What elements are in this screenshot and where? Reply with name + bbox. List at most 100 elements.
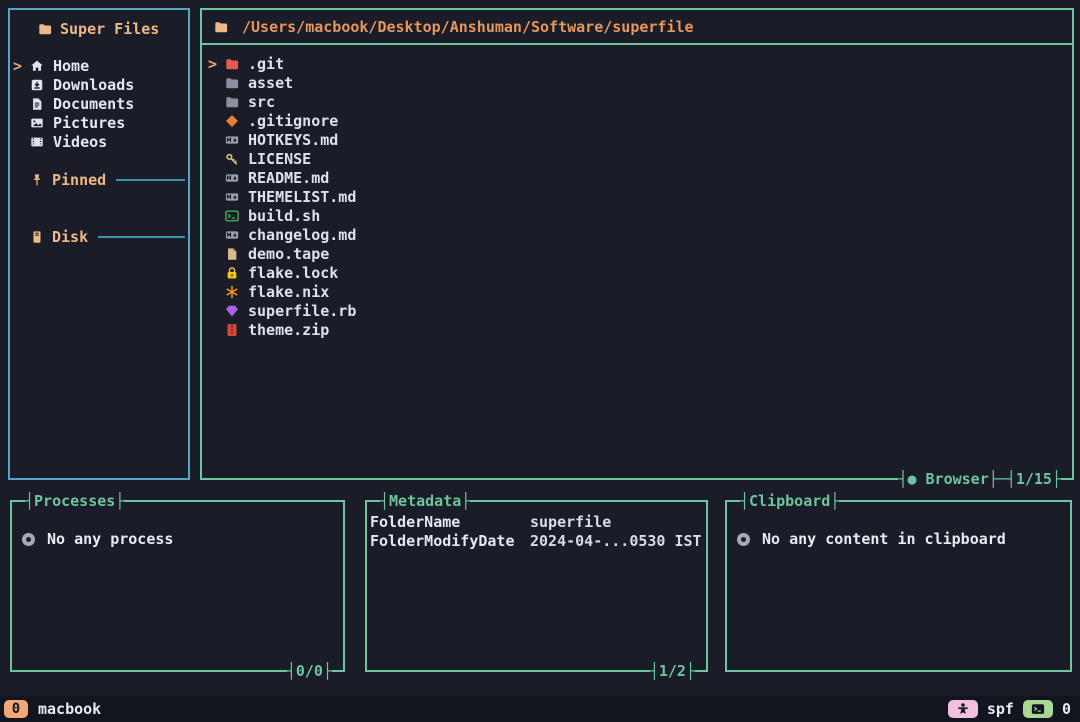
terminal-icon (225, 209, 239, 223)
disk-icon (30, 230, 44, 244)
file-list: >.git asset src .gitignore HOTKEYS.md LI… (202, 45, 1072, 339)
disk-label: Disk (52, 227, 89, 246)
file-name: .gitignore (248, 111, 339, 130)
status-dot-icon (22, 532, 35, 546)
clipboard-tag: ┤Clipboard├ (740, 492, 840, 510)
picture-icon (30, 116, 44, 130)
file-row[interactable]: demo.tape (208, 244, 1072, 263)
clipboard-empty-row: No any content in clipboard (737, 530, 1070, 548)
zip-icon (225, 323, 239, 337)
processes-tag: ┤Processes├ (25, 492, 125, 510)
folder-icon (214, 20, 228, 34)
sidebar-item-label: Videos (53, 132, 108, 151)
processes-title: Processes (34, 492, 116, 510)
file-row[interactable]: theme.zip (208, 320, 1072, 339)
file-row[interactable]: asset (208, 73, 1072, 92)
pinned-label: Pinned (52, 170, 107, 189)
file-name: HOTKEYS.md (248, 130, 339, 149)
sidebar-item-documents[interactable]: Documents (13, 94, 188, 113)
video-icon (30, 135, 44, 149)
status-bar: 0 macbook spf 0 (0, 696, 1080, 722)
file-name: flake.lock (248, 263, 339, 282)
app-title: Super Files (60, 20, 160, 38)
browser-panel-label: Browser (925, 470, 989, 488)
key-icon (225, 152, 239, 166)
file-name: demo.tape (248, 244, 330, 263)
selection-cursor (208, 321, 225, 339)
sidebar-item-label: Downloads (53, 75, 135, 94)
metadata-key: FolderModifyDate (370, 531, 515, 550)
selection-cursor (208, 226, 225, 244)
file-name: README.md (248, 168, 330, 187)
file-row[interactable]: HOTKEYS.md (208, 130, 1072, 149)
metadata-value: 2024-04-...0530 IST (530, 531, 702, 550)
markdown-icon (225, 190, 239, 204)
selection-cursor (208, 245, 225, 263)
selection-cursor: > (208, 54, 218, 73)
file-name: src (248, 92, 276, 111)
file-row[interactable]: src (208, 92, 1072, 111)
file-row[interactable]: superfile.rb (208, 301, 1072, 320)
file-row[interactable]: THEMELIST.md (208, 187, 1072, 206)
sidebar-item-videos[interactable]: Videos (13, 132, 188, 151)
folder-icon (225, 57, 239, 71)
metadata-value: superfile (530, 512, 612, 531)
selection-cursor (208, 169, 225, 187)
markdown-icon (225, 133, 239, 147)
file-row[interactable]: LICENSE (208, 149, 1072, 168)
download-icon (30, 78, 44, 92)
app-title-row: Super Files (38, 20, 188, 38)
file-row[interactable]: flake.lock (208, 263, 1072, 282)
file-name: flake.nix (248, 282, 330, 301)
metadata-tag: ┤Metadata├ (380, 492, 471, 510)
folder-icon (225, 95, 239, 109)
path-bar: /Users/macbook/Desktop/Anshuman/Software… (202, 10, 1072, 45)
file-name: build.sh (248, 206, 321, 225)
selection-cursor: > (13, 56, 23, 75)
superfile-logo-icon (947, 700, 978, 718)
clipboard-title: Clipboard (749, 492, 831, 510)
selection-cursor (208, 93, 225, 111)
file-row[interactable]: README.md (208, 168, 1072, 187)
section-divider (116, 178, 185, 181)
statusbar-right: spf 0 (947, 700, 1080, 718)
processes-counter-tag: ┤0/0├ (286, 662, 332, 680)
section-divider (98, 235, 185, 238)
sidebar-item-pictures[interactable]: Pictures (13, 113, 188, 132)
selection-cursor (13, 95, 30, 113)
folder-icon (38, 22, 52, 36)
file-row[interactable]: .gitignore (208, 111, 1072, 130)
file-name: superfile.rb (248, 301, 357, 320)
file-row[interactable]: build.sh (208, 206, 1072, 225)
file-browser-panel: /Users/macbook/Desktop/Anshuman/Software… (200, 8, 1074, 487)
diamond-icon (225, 114, 239, 128)
file-row[interactable]: >.git (208, 54, 1072, 73)
metadata-key: FolderName (370, 512, 461, 531)
selection-cursor (13, 114, 30, 132)
file-row[interactable]: flake.nix (208, 282, 1072, 301)
snowflake-icon (225, 285, 239, 299)
processes-counter: 0/0 (295, 662, 323, 680)
folder-icon (225, 76, 239, 90)
sidebar-items: >Home Downloads Documents Pictures Video… (10, 56, 188, 151)
document-icon (30, 97, 44, 111)
file-icon (225, 247, 239, 261)
file-row[interactable]: changelog.md (208, 225, 1072, 244)
processes-empty-row: No any process (22, 530, 343, 548)
selection-cursor (208, 150, 225, 168)
gem-icon (225, 304, 239, 318)
file-name: asset (248, 73, 294, 92)
clipboard-empty-text: No any content in clipboard (762, 530, 1006, 548)
selection-cursor (208, 112, 225, 130)
selection-cursor (208, 188, 225, 206)
sidebar-item-label: Pictures (53, 113, 126, 132)
selection-cursor (13, 76, 30, 94)
markdown-icon (225, 228, 239, 242)
clipboard-panel: ┤Clipboard├ No any content in clipboard (725, 493, 1072, 672)
selection-cursor (208, 74, 225, 92)
sidebar-item-home[interactable]: >Home (13, 56, 188, 75)
sidebar-item-downloads[interactable]: Downloads (13, 75, 188, 94)
selection-cursor (208, 283, 225, 301)
sidebar-section-pinned: Pinned (10, 170, 188, 189)
